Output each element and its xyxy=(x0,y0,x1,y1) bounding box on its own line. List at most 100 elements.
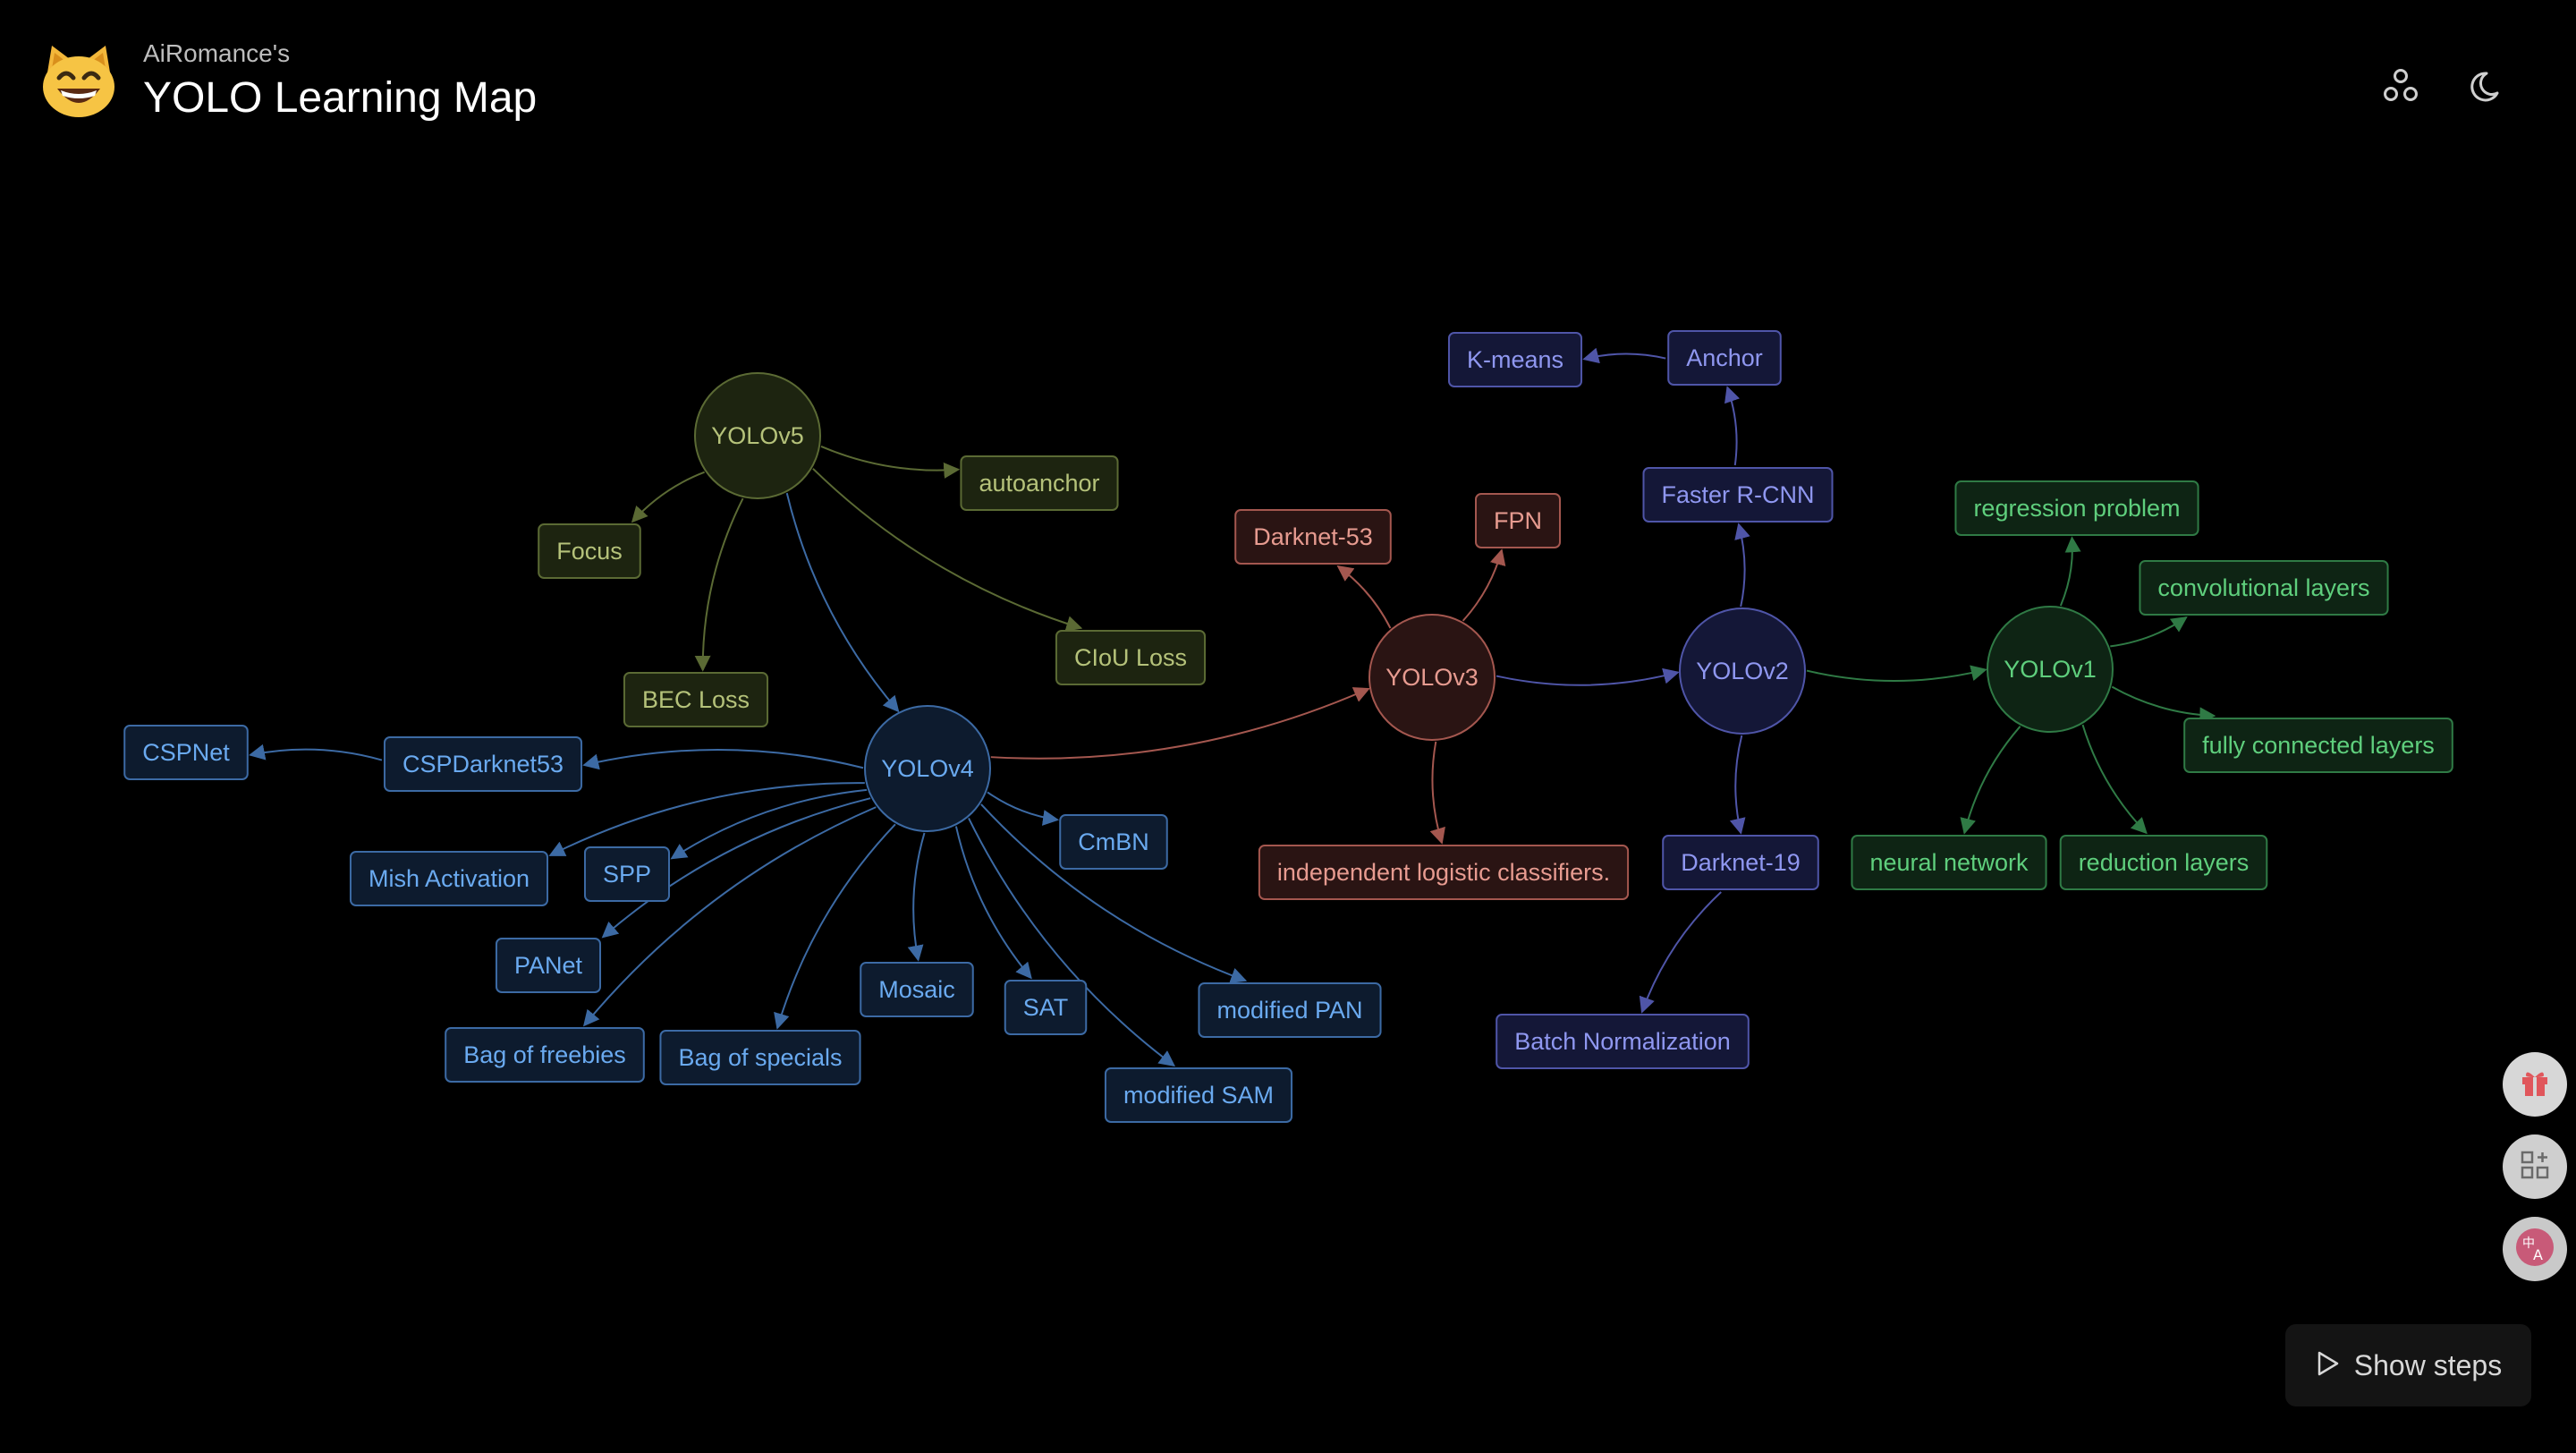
node-freebies[interactable]: Bag of freebies xyxy=(445,1027,645,1083)
page-subtitle: AiRomance's xyxy=(143,39,291,67)
node-label: Darknet-19 xyxy=(1681,849,1801,876)
node-label: SAT xyxy=(1023,994,1069,1021)
node-darknet53[interactable]: Darknet-53 xyxy=(1234,509,1392,565)
node-cspnet[interactable]: CSPNet xyxy=(123,725,249,780)
node-logistic[interactable]: independent logistic classifiers. xyxy=(1258,845,1630,900)
node-ciou[interactable]: CIoU Loss xyxy=(1055,630,1207,685)
node-label: Bag of specials xyxy=(678,1044,842,1071)
node-spp[interactable]: SPP xyxy=(583,846,671,902)
play-icon xyxy=(2315,1350,2340,1381)
node-label: YOLOv5 xyxy=(711,422,804,449)
node-convlayers[interactable]: convolutional layers xyxy=(2139,560,2389,616)
node-box xyxy=(1104,1067,1293,1123)
node-darknet19[interactable]: Darknet-19 xyxy=(1662,835,1819,890)
translate-button[interactable]: 中 A xyxy=(2503,1217,2567,1281)
node-yolov5[interactable]: YOLOv5 xyxy=(694,372,821,499)
node-label: Batch Normalization xyxy=(1514,1028,1731,1055)
edge-yolov5-bec xyxy=(694,497,744,672)
node-circle xyxy=(864,705,991,832)
cat-face-icon xyxy=(39,42,118,121)
node-neuralnet[interactable]: neural network xyxy=(1851,835,2047,890)
edge-yolov4-sat xyxy=(954,826,1032,980)
moon-icon[interactable] xyxy=(2467,63,2513,109)
node-panet[interactable]: PANet xyxy=(495,938,602,993)
node-box xyxy=(659,1030,861,1085)
page-title: YOLO Learning Map xyxy=(143,74,538,122)
edge-fasterrcnn-anchor xyxy=(1724,386,1741,466)
node-label: modified PAN xyxy=(1216,997,1362,1024)
show-steps-button[interactable]: Show steps xyxy=(2285,1324,2531,1406)
node-mish[interactable]: Mish Activation xyxy=(349,851,549,906)
app-header: AiRomance's YOLO Learning Map xyxy=(39,39,537,123)
node-box xyxy=(1198,982,1382,1038)
node-autoanchor[interactable]: autoanchor xyxy=(960,455,1119,511)
node-label: YOLOv2 xyxy=(1696,658,1789,684)
node-label: CSPNet xyxy=(142,739,230,766)
node-bec[interactable]: BEC Loss xyxy=(623,672,769,727)
node-fasterrcnn[interactable]: Faster R-CNN xyxy=(1642,467,1834,523)
edge-yolov2-fasterrcnn xyxy=(1734,523,1750,608)
node-label: Anchor xyxy=(1686,344,1763,371)
node-label: modified SAM xyxy=(1123,1082,1274,1109)
node-box xyxy=(1234,509,1392,565)
node-label: convolutional layers xyxy=(2157,574,2369,601)
node-label: Bag of freebies xyxy=(463,1041,626,1068)
node-box xyxy=(2183,718,2453,773)
node-yolov1[interactable]: YOLOv1 xyxy=(1987,606,2114,733)
node-specials[interactable]: Bag of specials xyxy=(659,1030,861,1085)
node-box xyxy=(123,725,249,780)
node-modsam[interactable]: modified SAM xyxy=(1104,1067,1293,1123)
edge-yolov3-yolov2 xyxy=(1496,667,1680,686)
node-label: CmBN xyxy=(1078,828,1149,855)
node-box xyxy=(623,672,769,727)
node-sat[interactable]: SAT xyxy=(1004,980,1088,1035)
node-box xyxy=(860,962,974,1017)
apps-button[interactable] xyxy=(2503,1134,2567,1199)
node-box xyxy=(383,736,583,792)
node-box xyxy=(1258,845,1630,900)
edge-yolov5-focus xyxy=(631,471,705,523)
node-label: neural network xyxy=(1869,849,2029,876)
gift-button[interactable] xyxy=(2503,1052,2567,1117)
node-yolov3[interactable]: YOLOv3 xyxy=(1368,614,1496,741)
node-box xyxy=(349,851,549,906)
node-box xyxy=(1496,1014,1750,1069)
node-label: Mosaic xyxy=(878,976,955,1003)
node-anchor[interactable]: Anchor xyxy=(1667,330,1782,386)
node-label: CIoU Loss xyxy=(1074,644,1187,671)
circles-layout-icon[interactable] xyxy=(2377,63,2424,109)
node-label: K-means xyxy=(1467,346,1563,373)
node-label: fully connected layers xyxy=(2202,732,2435,759)
node-circle xyxy=(694,372,821,499)
node-mosaic[interactable]: Mosaic xyxy=(860,962,974,1017)
node-fpn[interactable]: FPN xyxy=(1475,493,1561,548)
edge-yolov4-spp xyxy=(670,788,868,860)
svg-text:A: A xyxy=(2533,1246,2543,1263)
node-cmbn[interactable]: CmBN xyxy=(1059,814,1168,870)
edge-yolov4-freebies xyxy=(582,806,877,1027)
node-label: reduction layers xyxy=(2079,849,2250,876)
node-modpan[interactable]: modified PAN xyxy=(1198,982,1382,1038)
node-label: regression problem xyxy=(1973,495,2180,522)
edge-yolov5-ciou xyxy=(812,468,1083,632)
node-kmeans[interactable]: K-means xyxy=(1447,332,1583,387)
node-focus[interactable]: Focus xyxy=(538,523,641,579)
edge-yolov4-mish xyxy=(548,782,865,856)
node-box xyxy=(2139,560,2389,616)
node-regression[interactable]: regression problem xyxy=(1954,480,2199,536)
edge-cspdarknet53-cspnet xyxy=(249,743,383,761)
node-box xyxy=(538,523,641,579)
node-fclayers[interactable]: fully connected layers xyxy=(2183,718,2453,773)
node-yolov4[interactable]: YOLOv4 xyxy=(864,705,991,832)
node-cspdarknet53[interactable]: CSPDarknet53 xyxy=(383,736,583,792)
edge-yolov4-modsam xyxy=(968,817,1176,1067)
node-batchnorm[interactable]: Batch Normalization xyxy=(1496,1014,1750,1069)
node-box xyxy=(1059,814,1168,870)
node-box xyxy=(1954,480,2199,536)
node-label: YOLOv1 xyxy=(2004,656,2097,683)
node-label: FPN xyxy=(1494,507,1542,534)
node-box xyxy=(583,846,671,902)
node-reduction[interactable]: reduction layers xyxy=(2059,835,2268,890)
node-yolov2[interactable]: YOLOv2 xyxy=(1679,608,1806,735)
